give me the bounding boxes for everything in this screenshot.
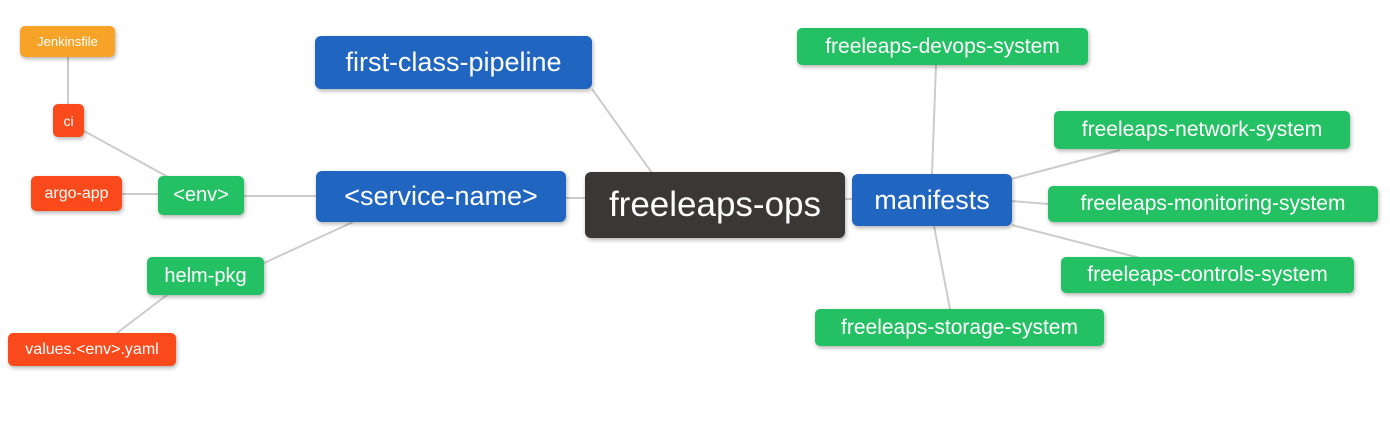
edge-manifests-devops (931, 64, 937, 175)
edge-manifests-controls (1011, 224, 1141, 259)
node-freeleaps-monitoring-system[interactable]: freeleaps-monitoring-system (1048, 186, 1378, 222)
node-ci[interactable]: ci (53, 104, 84, 137)
node-env[interactable]: <env> (158, 176, 244, 215)
node-manifests[interactable]: manifests (852, 174, 1012, 226)
node-freeleaps-network-system[interactable]: freeleaps-network-system (1054, 111, 1350, 149)
node-freeleaps-devops-system[interactable]: freeleaps-devops-system (797, 28, 1088, 65)
node-jenkinsfile[interactable]: Jenkinsfile (20, 26, 115, 57)
node-freeleaps-storage-system[interactable]: freeleaps-storage-system (815, 309, 1104, 346)
node-helm-pkg[interactable]: helm-pkg (147, 257, 264, 295)
node-first-class-pipeline[interactable]: first-class-pipeline (315, 36, 592, 89)
node-freeleaps-ops[interactable]: freeleaps-ops (585, 172, 845, 238)
edge-helm-pkg-values (116, 294, 168, 334)
edge-manifests-monitoring (1010, 200, 1049, 205)
node-argo-app[interactable]: argo-app (31, 176, 122, 211)
node-service-name[interactable]: <service-name> (316, 171, 566, 222)
edge-pipeline-ops (591, 88, 653, 174)
edge-service-name-helm-pkg (263, 221, 354, 264)
node-values-env-yaml[interactable]: values.<env>.yaml (8, 333, 176, 366)
edge-ci-env (83, 130, 169, 178)
edge-manifests-storage (933, 225, 951, 310)
edge-manifests-network (1010, 149, 1121, 180)
node-freeleaps-controls-system[interactable]: freeleaps-controls-system (1061, 257, 1354, 293)
